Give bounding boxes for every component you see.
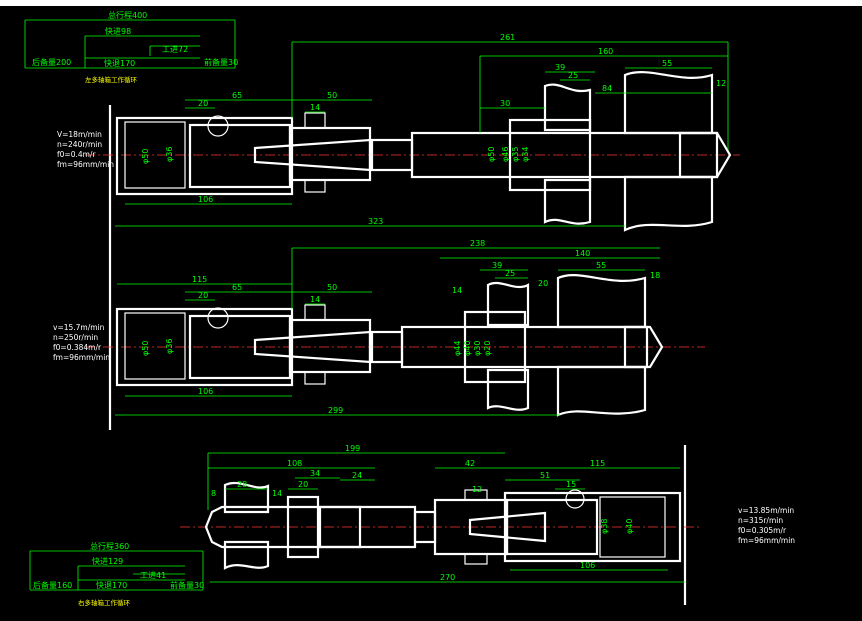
dim-15: 15 (566, 480, 576, 489)
dim-108: 108 (287, 459, 302, 468)
dim-50: 50 (327, 283, 337, 292)
dim-14: 14 (272, 489, 282, 498)
cycle-caption: 左多轴箱工作循环 (85, 75, 138, 84)
work-feed-label: 工进72 (162, 45, 188, 54)
dia-30: φ30 (473, 341, 482, 356)
param-mid-2: n=250r/min (53, 333, 98, 342)
dim-42: 42 (465, 459, 475, 468)
dim-12: 12 (472, 485, 482, 494)
dim-160: 160 (598, 47, 613, 56)
param-top-2: n=240r/min (57, 140, 102, 149)
front-reserve-label: 前备量30 (204, 57, 238, 67)
param-mid-3: f0=0.384m/r (53, 343, 102, 352)
dia-50b: φ50 (487, 147, 496, 162)
param-top-3: f0=0.4m/r (57, 150, 96, 159)
dia-36: φ36 (165, 147, 174, 162)
drawing-svg: 总行程400 快进98 工进72 后备量200 快退170 前备量30 左多轴箱… (24, 10, 795, 607)
dim-39: 39 (492, 261, 502, 270)
work-feed-label: 工进41 (140, 571, 166, 580)
param-mid-1: v=15.7m/min (53, 323, 105, 332)
cycle-caption: 右多轴箱工作循环 (78, 598, 131, 607)
dim-115: 115 (590, 459, 605, 468)
dia-46: φ46 (501, 147, 510, 162)
fast-forward-label: 快进98 (105, 26, 131, 36)
dim-261: 261 (500, 33, 515, 42)
dim-140: 140 (575, 249, 590, 258)
dim-84: 84 (602, 84, 612, 93)
dim-323: 323 (368, 217, 383, 226)
dim-20b: 20 (538, 279, 548, 288)
front-reserve-label: 前备量30 (170, 580, 204, 590)
dim-115: 115 (192, 275, 207, 284)
dia-40: φ40 (625, 519, 634, 534)
dim-55: 55 (596, 261, 606, 270)
dim-106: 106 (198, 195, 213, 204)
dim-34: 34 (310, 469, 320, 478)
dim-299: 299 (328, 406, 343, 415)
dia-34: φ34 (521, 147, 530, 162)
cycle-diagram-top: 总行程400 快进98 工进72 后备量200 快退170 前备量30 左多轴箱… (24, 10, 238, 84)
assembly-top: 261 160 55 39 25 12 84 30 20 65 14 50 10… (57, 33, 740, 430)
assembly-middle: 238 140 39 25 55 18 20 14 115 20 65 14 5… (53, 239, 705, 417)
dim-106: 106 (198, 387, 213, 396)
dim-106: 106 (580, 561, 595, 570)
dim-14: 14 (310, 103, 320, 112)
dia-44: φ44 (453, 341, 462, 356)
dim-65: 65 (232, 91, 242, 100)
dim-20: 20 (298, 480, 308, 489)
dia-36: φ36 (165, 339, 174, 354)
dim-24: 24 (352, 471, 362, 480)
dia-35: φ35 (511, 147, 520, 162)
dia-50: φ50 (141, 149, 150, 164)
param-top-4: fm=96mm/min (57, 160, 114, 169)
dim-55: 55 (662, 59, 672, 68)
dim-25: 25 (505, 269, 515, 278)
param-bot-1: v=13.85m/min (738, 506, 794, 515)
assembly-bottom: 199 108 34 24 42 115 51 15 28 14 20 8 12… (180, 444, 795, 605)
dim-65: 65 (232, 283, 242, 292)
param-top-1: V=18m/min (57, 130, 102, 139)
dim-25: 25 (568, 71, 578, 80)
dim-270: 270 (440, 573, 455, 582)
fast-back-label: 快退170 (104, 58, 135, 68)
dim-20: 20 (198, 99, 208, 108)
total-stroke-label: 总行程400 (108, 10, 147, 20)
dim-14: 14 (310, 295, 320, 304)
param-bot-2: n=315r/min (738, 516, 783, 525)
dim-8: 8 (211, 489, 216, 498)
fast-forward-label: 快进129 (92, 556, 123, 566)
dim-14b: 14 (452, 286, 462, 295)
dia-40: φ40 (463, 341, 472, 356)
dim-18: 18 (650, 271, 660, 280)
rear-reserve-label: 后备量200 (32, 57, 71, 67)
dim-199: 199 (345, 444, 360, 453)
cycle-diagram-bottom: 总行程360 快进129 工进41 后备量160 快退170 前备量30 右多轴… (29, 541, 204, 607)
dim-51: 51 (540, 471, 550, 480)
dim-39: 39 (555, 63, 565, 72)
dim-28: 28 (237, 480, 247, 489)
dim-50: 50 (327, 91, 337, 100)
dia-20: φ20 (483, 341, 492, 356)
param-mid-4: fm=96mm/min (53, 353, 110, 362)
fast-back-label: 快退170 (96, 580, 127, 590)
rear-reserve-label: 后备量160 (33, 580, 72, 590)
dim-12: 12 (716, 79, 726, 88)
param-bot-3: f0=0.305m/r (738, 526, 787, 535)
param-bot-4: fm=96mm/min (738, 536, 795, 545)
dia-50: φ50 (141, 341, 150, 356)
dim-238: 238 (470, 239, 485, 248)
total-stroke-label: 总行程360 (90, 541, 129, 551)
dia-38: φ38 (600, 519, 609, 534)
dim-30: 30 (500, 99, 510, 108)
dim-20: 20 (198, 291, 208, 300)
